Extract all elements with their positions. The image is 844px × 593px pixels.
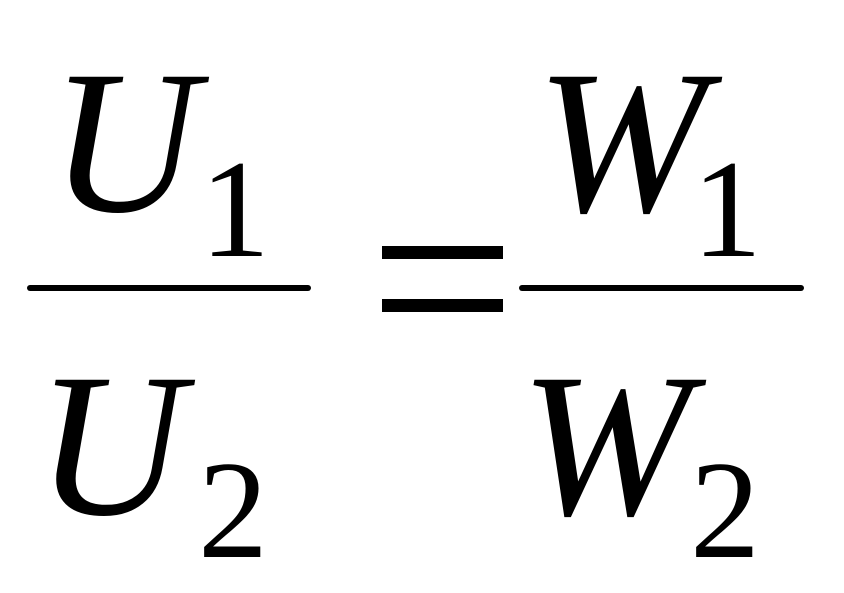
right-numerator-symbol: W (536, 29, 707, 256)
right-denominator-subscript: 2 (690, 433, 760, 588)
right-denominator-symbol: W (520, 332, 691, 559)
left-denominator-symbol: U (36, 332, 185, 559)
left-fraction-bar (27, 285, 311, 291)
equals-upper-bar (382, 246, 503, 259)
left-denominator-subscript: 2 (198, 433, 268, 588)
right-fraction-bar (519, 285, 804, 291)
right-numerator-subscript: 1 (692, 132, 762, 287)
left-numerator-symbol: U (50, 29, 199, 256)
left-numerator-subscript: 1 (200, 132, 270, 287)
equals-lower-bar (382, 299, 503, 312)
